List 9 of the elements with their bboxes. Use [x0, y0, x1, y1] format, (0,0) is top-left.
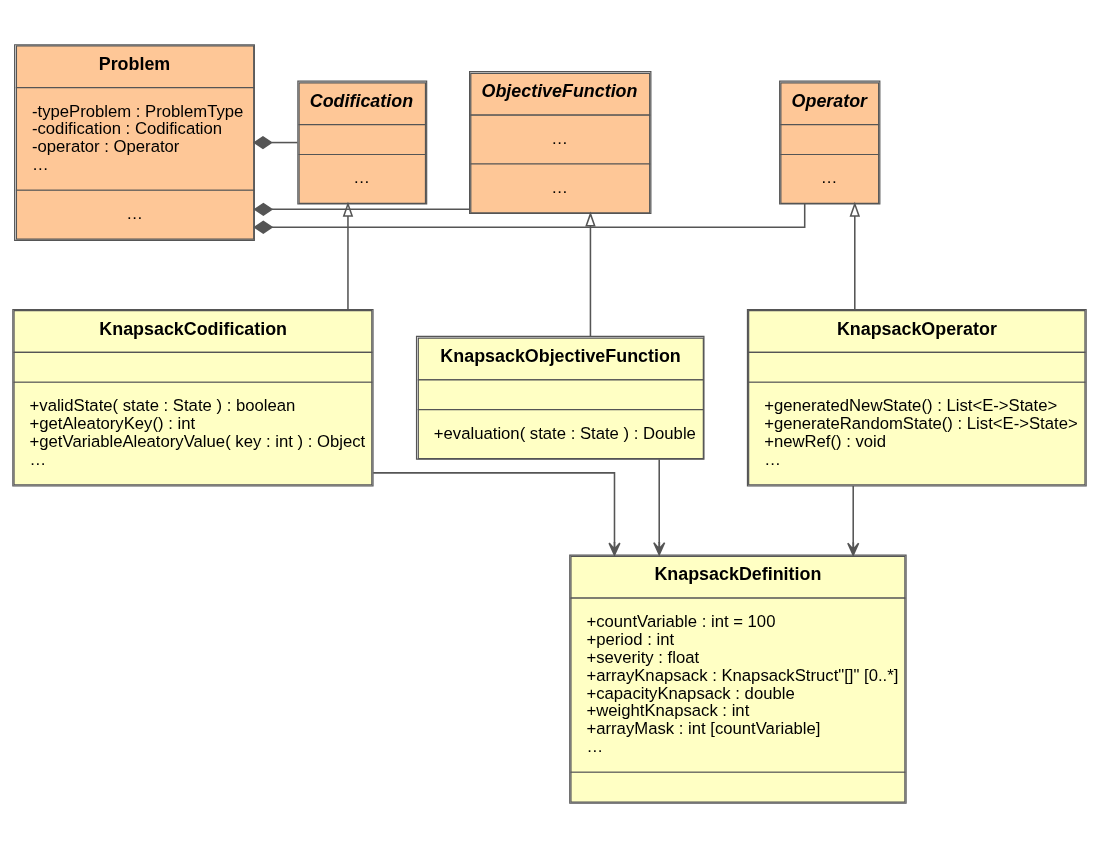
arrow: [849, 201, 861, 310]
connector: [253, 202, 471, 216]
arrow: [585, 211, 596, 337]
connector: [253, 202, 806, 234]
arrow: [847, 484, 860, 556]
arrow: [342, 201, 354, 310]
connector: [253, 135, 299, 149]
arrow: [372, 471, 621, 556]
arrow: [653, 458, 666, 555]
